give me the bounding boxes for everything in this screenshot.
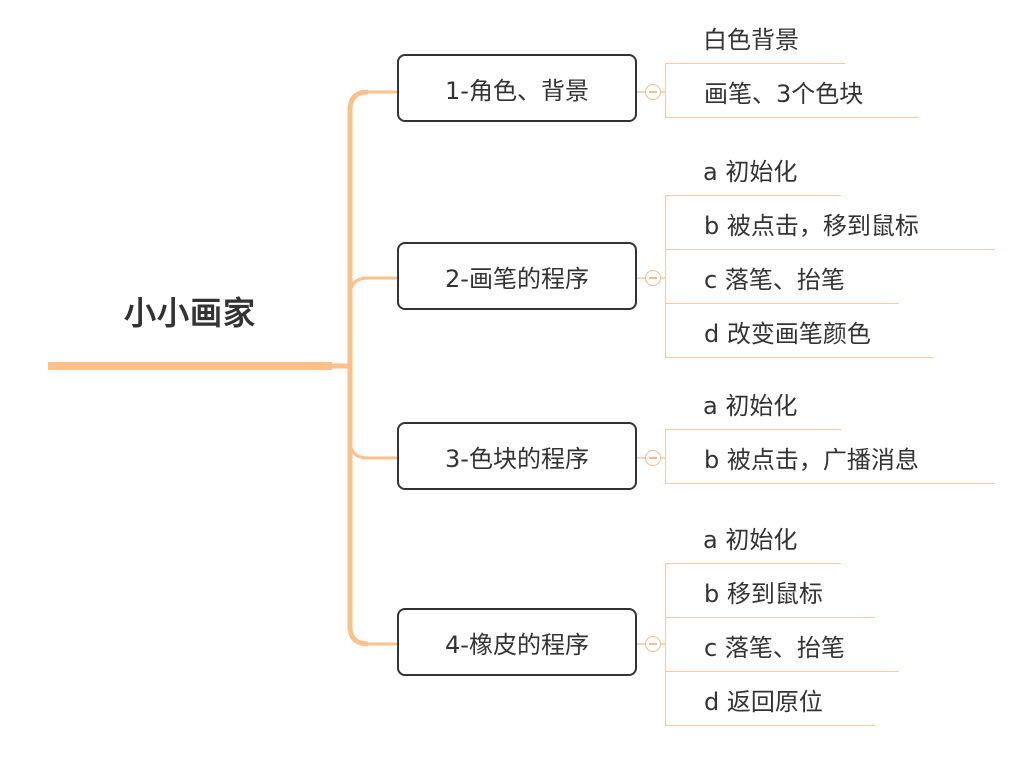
branch-1-child-2[interactable]: 画笔、3个色块: [665, 64, 919, 118]
branch-connector-2: [348, 276, 397, 297]
minus-icon: [649, 643, 657, 645]
branch-4-collapse-button[interactable]: [645, 636, 661, 652]
branch-1-topic[interactable]: 1-角色、背景: [397, 54, 637, 122]
branch-4-child-4[interactable]: d 返回原位: [665, 672, 875, 726]
trunk-vertical: [347, 89, 369, 647]
minus-icon: [649, 91, 657, 93]
branch-3-collapse-button[interactable]: [645, 450, 661, 466]
branch-2-child-4[interactable]: d 改变画笔颜色: [665, 304, 933, 358]
minus-icon: [649, 457, 657, 459]
branch-4-child-2[interactable]: b 移到鼠标: [665, 564, 875, 618]
branch-connector-3: [348, 439, 397, 460]
branch-2-child-2[interactable]: b 被点击，移到鼠标: [665, 196, 995, 250]
root-topic[interactable]: 小小画家: [123, 294, 256, 332]
branch-2-child-1[interactable]: a 初始化: [665, 142, 841, 196]
branch-2-collapse-button[interactable]: [645, 270, 661, 286]
branch-4-topic[interactable]: 4-橡皮的程序: [397, 608, 637, 676]
branch-2-child-3[interactable]: c 落笔、抬笔: [665, 250, 899, 304]
branch-3-topic[interactable]: 3-色块的程序: [397, 422, 637, 490]
branch-1-collapse-button[interactable]: [645, 84, 661, 100]
minus-icon: [649, 277, 657, 279]
branch-1-child-1[interactable]: 白色背景: [665, 10, 845, 64]
branch-3-child-1[interactable]: a 初始化: [665, 376, 841, 430]
branch-4-child-1[interactable]: a 初始化: [665, 510, 841, 564]
branch-4-child-3[interactable]: c 落笔、抬笔: [665, 618, 899, 672]
branch-2-topic[interactable]: 2-画笔的程序: [397, 242, 637, 310]
branch-3-child-2[interactable]: b 被点击，广播消息: [665, 430, 995, 484]
